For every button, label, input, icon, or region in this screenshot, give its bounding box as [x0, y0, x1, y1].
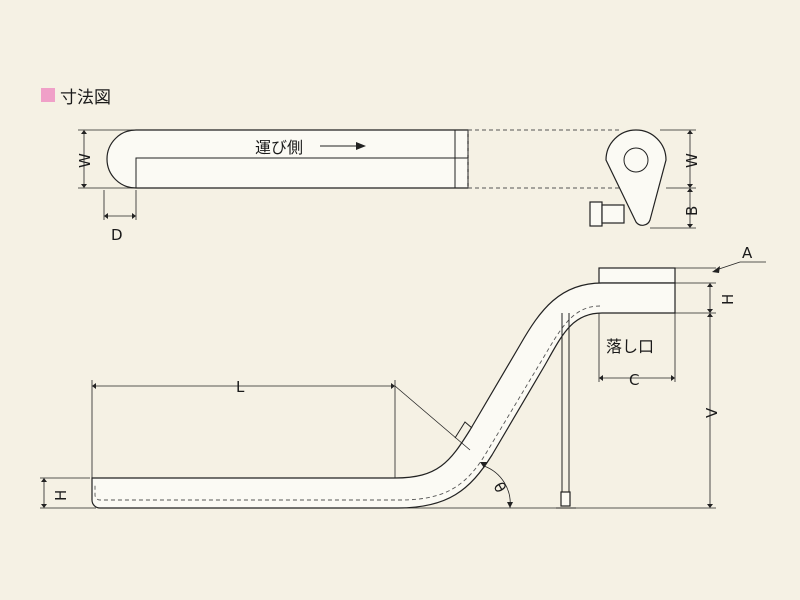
stand-foot: [560, 491, 571, 507]
dim-A: A: [742, 244, 753, 262]
top-view: 運び側 W D W B: [76, 129, 701, 244]
page-title: 寸法図: [60, 88, 111, 108]
top-view-body: [106, 129, 469, 189]
dim-C: C: [629, 371, 639, 389]
head-box: [598, 267, 676, 284]
side-view: A H V 落し口 C L θ: [40, 244, 766, 509]
conveyor-inner-dashed: [94, 305, 601, 501]
dim-H-top: H: [719, 294, 737, 305]
dim-B: B: [683, 206, 701, 216]
dim-H-bottom: H: [52, 490, 70, 501]
dim-L: L: [236, 378, 245, 396]
outlet-label: 落し口: [606, 337, 654, 356]
dim-V: V: [703, 407, 721, 418]
sprocket-hole: [623, 147, 649, 173]
dim-W-left: W: [76, 153, 94, 168]
dim-theta: θ: [490, 479, 510, 496]
sprocket-housing: [605, 129, 667, 226]
dim-D: D: [111, 226, 123, 244]
top-view-inner-channel: [135, 157, 468, 188]
title-marker: [41, 88, 55, 102]
dim-W-right: W: [683, 153, 701, 168]
top-view-dashed-extension: [467, 129, 620, 189]
direction-label: 運び側: [255, 138, 303, 157]
conveyor-body: [91, 282, 676, 509]
motor-block: [589, 201, 603, 227]
